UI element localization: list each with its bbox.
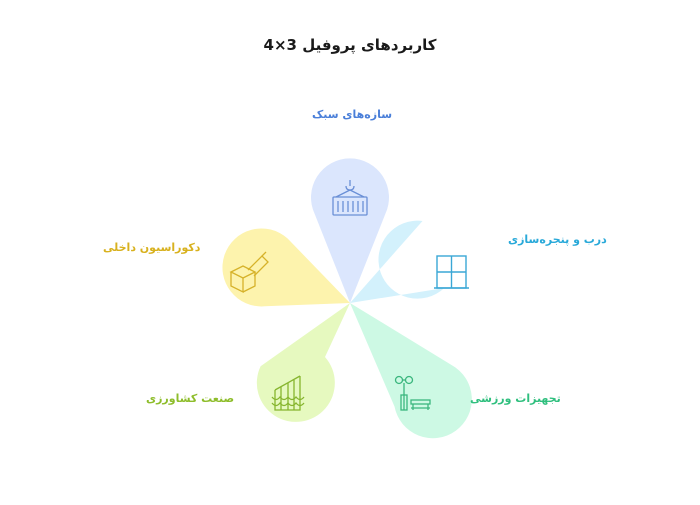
petal-label-doors-windows: درب و پنجره‌سازی bbox=[508, 233, 607, 246]
petal-interior-decoration bbox=[222, 228, 350, 307]
greenhouse-icon bbox=[271, 375, 305, 411]
petal-label-agriculture: صنعت کشاورزی bbox=[146, 392, 235, 405]
petal-light-structures bbox=[311, 158, 390, 303]
window-icon bbox=[434, 255, 469, 289]
petal-doors-windows-shape bbox=[350, 220, 445, 303]
petal-sports-equipment-shape bbox=[350, 303, 472, 439]
petal-light-structures-shape bbox=[311, 158, 390, 303]
petal-label-interior-decoration: دکوراسیون داخلی bbox=[103, 241, 201, 254]
petal-doors-windows bbox=[350, 220, 469, 303]
petal-label-light-structures: سازه‌های سبک bbox=[312, 108, 393, 121]
petal-sports-equipment bbox=[350, 303, 472, 439]
sports-equipment-icon bbox=[394, 375, 431, 411]
petal-agriculture bbox=[256, 303, 350, 422]
diagram-title: کاربردهای پروفیل 3×4 bbox=[263, 36, 437, 54]
shipping-container-icon bbox=[332, 180, 368, 216]
petal-agriculture-shape bbox=[256, 303, 350, 422]
petal-label-sports-equipment: تجهیزات ورزشی bbox=[470, 392, 561, 405]
interior-decor-icon bbox=[229, 251, 269, 294]
